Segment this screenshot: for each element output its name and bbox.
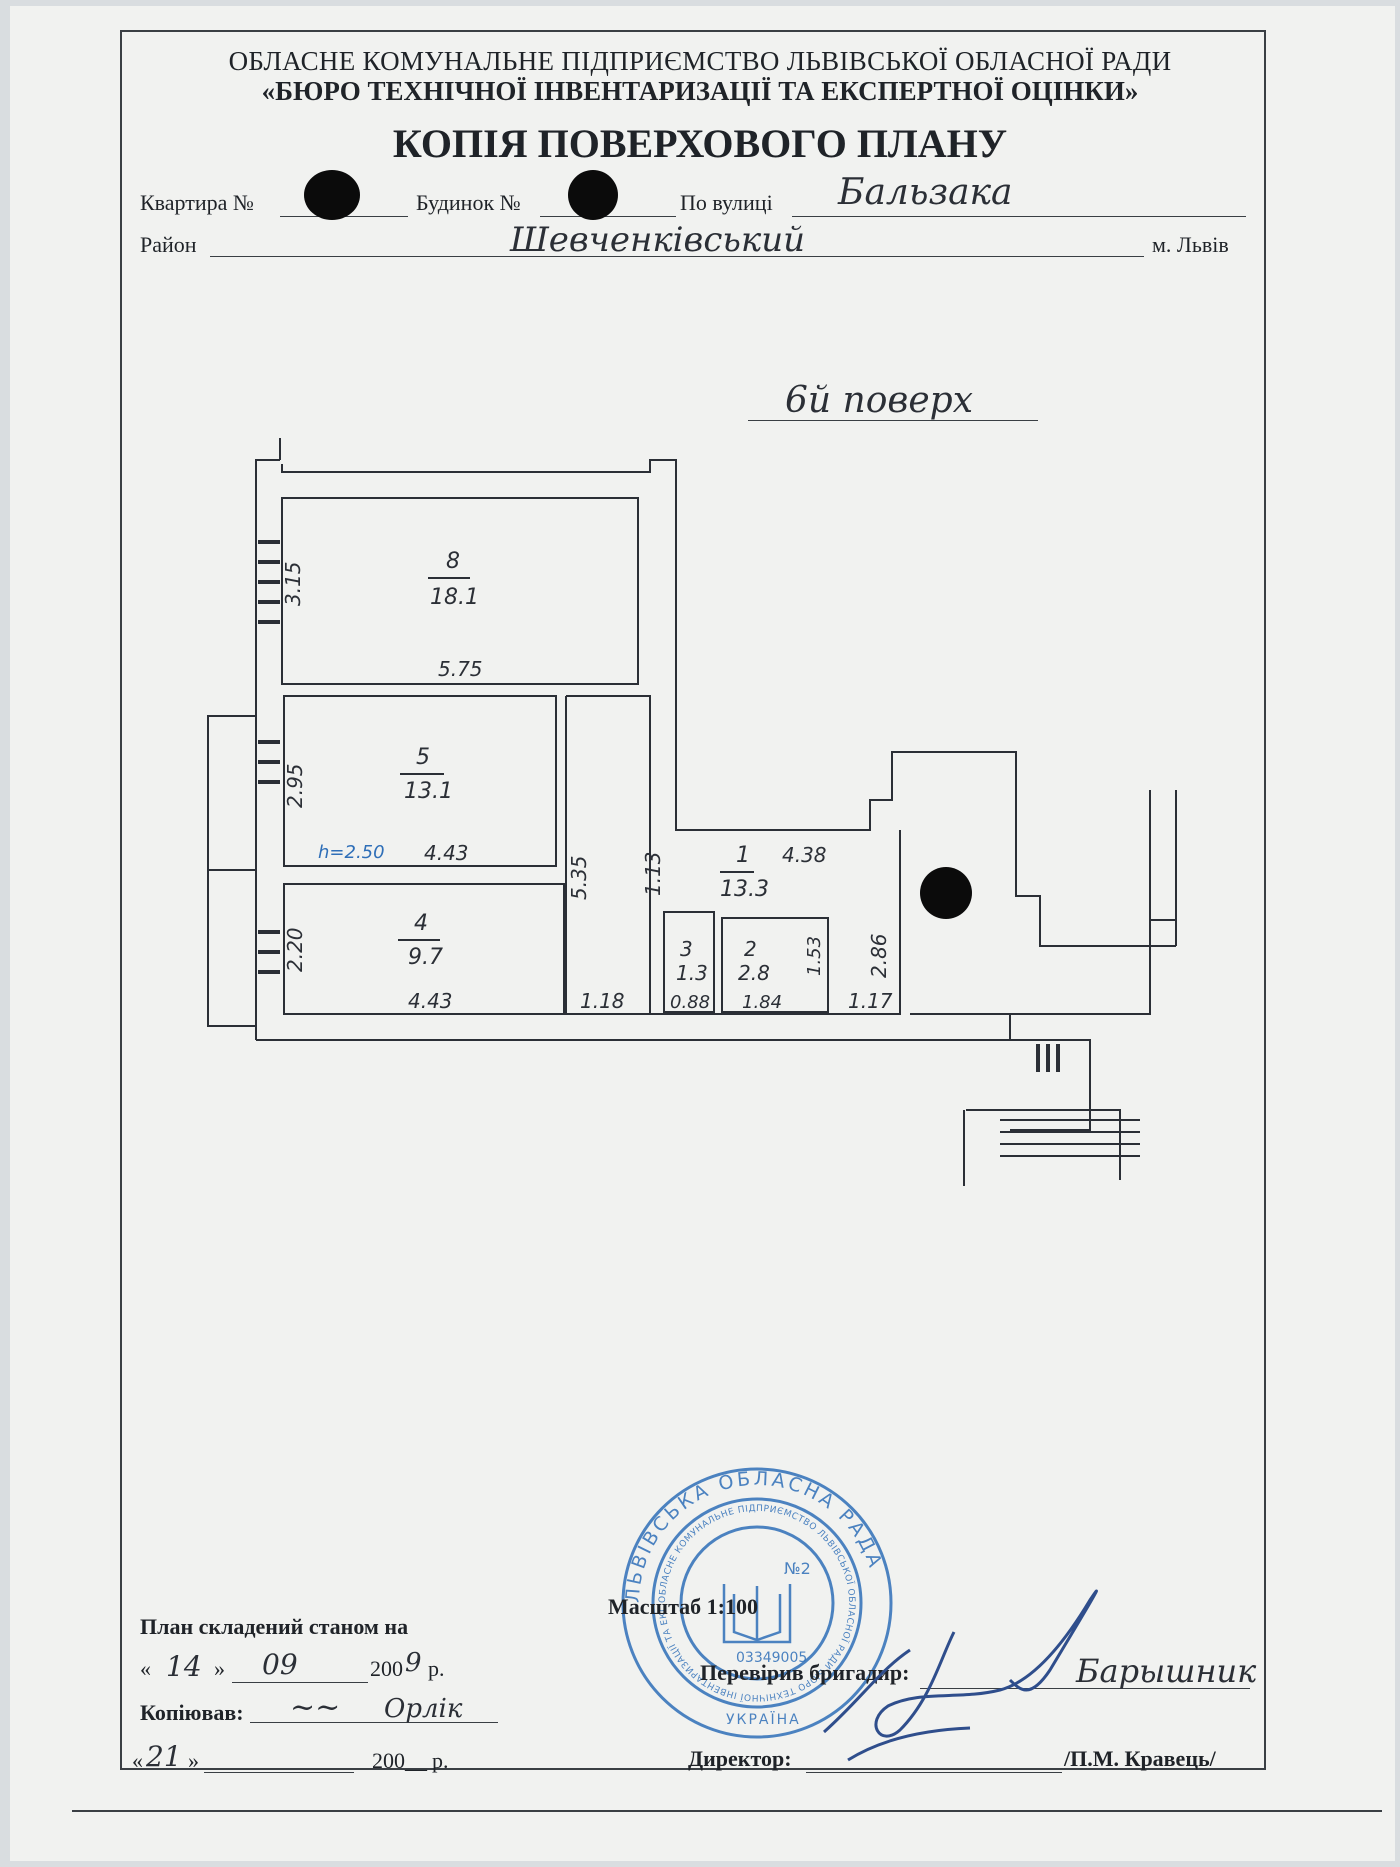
room-8-number: 8	[446, 549, 460, 574]
district-line	[210, 256, 1144, 257]
dim-room8-height: 3.15	[281, 561, 305, 606]
copied-value: Орлік	[384, 1694, 463, 1724]
dim-room2-height: 1.53	[804, 936, 825, 976]
dim-hall-width: 4.38	[782, 843, 827, 867]
room-3-outline	[663, 911, 715, 1013]
scale-label: Масштаб 1:100	[608, 1594, 759, 1619]
bottom-rule	[72, 1810, 1382, 1812]
room-4-outline	[283, 883, 565, 1015]
date1-quote-open: «	[140, 1656, 151, 1681]
stamp-country: УКРАЇНА	[726, 1710, 801, 1728]
official-stamp: ЛЬВІВСЬКА ОБЛАСНА РАДА ОБЛАСНЕ КОМУНАЛЬН…	[618, 1464, 893, 1739]
right-block-outline	[910, 919, 1176, 1015]
room-1-number: 1	[736, 843, 750, 868]
window-marks	[258, 540, 1060, 1072]
street-value: Бальзака	[838, 172, 1013, 213]
room-2-number: 2	[744, 937, 757, 961]
room-4-area: 9.7	[408, 945, 443, 970]
room-1-area: 13.3	[720, 877, 769, 902]
date2-month-line	[204, 1772, 354, 1773]
city-label: м. Львів	[1152, 232, 1229, 257]
apartment-label: Квартира №	[140, 190, 254, 215]
dim-room5-height: 2.95	[283, 763, 307, 808]
district-value: Шевченківський	[510, 220, 805, 260]
director-label: Директор:	[688, 1746, 792, 1771]
date1-day: 14	[166, 1650, 202, 1683]
stair-outline	[1009, 1014, 1091, 1131]
date1-year-digit: 9	[405, 1648, 422, 1678]
stair-treads	[1000, 1119, 1140, 1157]
dim-hall-height: 1.13	[641, 851, 665, 896]
apartment-redaction	[304, 170, 360, 220]
plan-redaction	[920, 867, 972, 919]
balcony-left-lower	[207, 869, 257, 1027]
room-4-number: 4	[414, 911, 428, 936]
date2-year-suffix: р.	[432, 1748, 449, 1773]
room-3-area: 1.3	[676, 961, 708, 985]
copied-label: Копіював:	[140, 1700, 244, 1725]
floor-label: 6й поверх	[785, 380, 973, 421]
building-line	[540, 216, 676, 217]
dim-room8-width: 5.75	[438, 657, 483, 681]
copied-signature-icon: ~~	[290, 1690, 341, 1725]
organization-line-2: «БЮРО ТЕХНІЧНОЇ ІНВЕНТАРИЗАЦІЇ ТА ЕКСПЕР…	[261, 76, 1139, 106]
street-line	[792, 216, 1246, 217]
room-2-area: 2.8	[738, 961, 770, 985]
date2-year: 200__	[372, 1748, 427, 1773]
date1-year-suffix: р.	[428, 1656, 445, 1681]
stamp-code: 03349005	[736, 1650, 807, 1666]
document-frame	[120, 30, 1266, 1770]
room-5-area: 13.1	[404, 779, 453, 804]
copied-line	[250, 1722, 498, 1723]
room-5-outline	[283, 695, 557, 867]
outer-wall-top-right	[281, 459, 1176, 947]
room-3-number: 3	[680, 937, 693, 961]
signature-stroke-1	[874, 1589, 1098, 1738]
building-label: Будинок №	[416, 190, 521, 215]
dim-room3-width: 0.88	[670, 992, 710, 1013]
dim-corridor-height: 5.35	[567, 855, 591, 900]
dim-side-height: 2.86	[867, 933, 891, 978]
date1-quote-close: »	[214, 1656, 225, 1681]
director-line	[806, 1772, 1062, 1773]
stamp-center-number: №2	[784, 1559, 811, 1578]
room-2-outline	[721, 917, 829, 1013]
building-redaction	[568, 170, 618, 220]
dim-side-width: 1.17	[848, 989, 893, 1013]
dim-ceiling-height: h=2.50	[318, 842, 385, 863]
signature-stroke-2	[823, 1648, 971, 1762]
date1-year-prefix: 200	[370, 1656, 403, 1681]
document-title: КОПІЯ ПОВЕРХОВОГО ПЛАНУ	[392, 121, 1008, 166]
organization-line-1: ОБЛАСНЕ КОМУНАЛЬНЕ ПІДПРИЄМСТВО ЛЬВІВСЬК…	[228, 46, 1172, 76]
date1-month-line	[232, 1682, 368, 1683]
dim-room5-width: 4.43	[424, 841, 469, 865]
street-label: По вулиці	[680, 190, 773, 215]
room-5-number: 5	[416, 745, 430, 770]
date2-day: 21	[146, 1740, 182, 1773]
date2-quote-close: »	[188, 1748, 199, 1773]
checked-line	[920, 1688, 1250, 1689]
dim-room4-height: 2.20	[283, 927, 307, 972]
hall-outline	[649, 830, 901, 1015]
room-8-outline	[281, 497, 639, 685]
room-8-area: 18.1	[430, 585, 479, 610]
floor-underline	[748, 420, 1038, 421]
date1-month: 09	[262, 1648, 298, 1681]
checked-name: Барышник	[1076, 1652, 1257, 1690]
plan-state-label: План складений станом на	[140, 1614, 409, 1639]
dim-corridor-width: 1.18	[580, 989, 625, 1013]
dim-room2-width: 1.84	[742, 992, 782, 1013]
director-name: /П.М. Кравець/	[1064, 1746, 1216, 1771]
dim-room4-width: 4.43	[408, 989, 453, 1013]
date2-quote-open: «	[132, 1748, 143, 1773]
district-label: Район	[140, 232, 197, 257]
trident-icon	[722, 1584, 792, 1644]
